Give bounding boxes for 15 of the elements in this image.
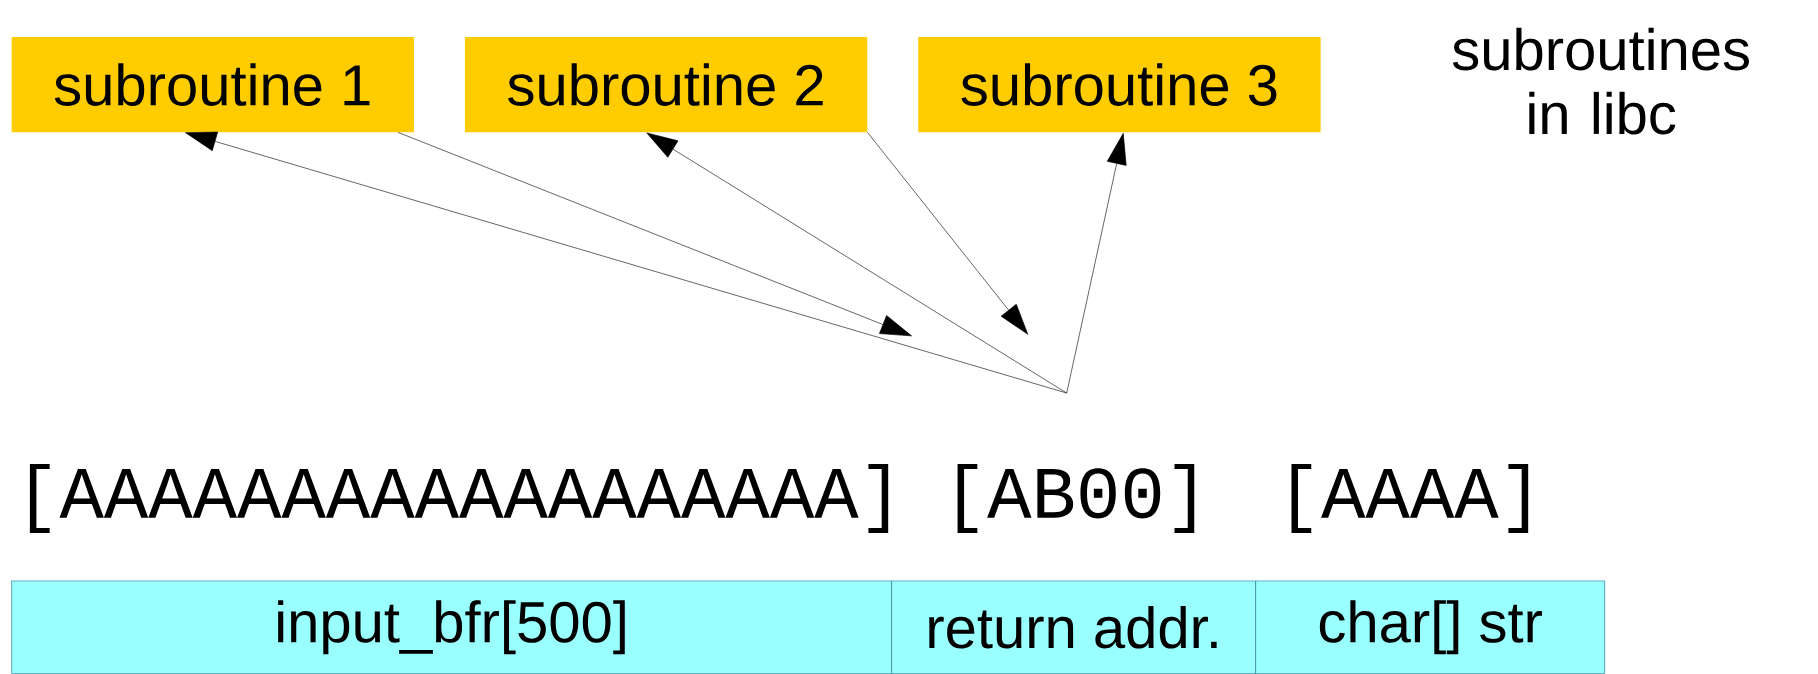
memory-cell: char[] str xyxy=(1255,580,1606,674)
memory-contents: [AAAAAAAAAAAAAAAAAA] xyxy=(29,464,889,534)
subroutine-box: subroutine 2 xyxy=(464,37,868,133)
arrow xyxy=(1066,133,1127,394)
arrow xyxy=(646,132,1067,394)
node-label: return addr. xyxy=(929,605,1217,649)
arrow xyxy=(185,131,1067,394)
memory-contents: [AB00] xyxy=(957,464,1195,534)
subroutine-box: subroutine 3 xyxy=(918,37,1321,133)
heading: subroutines in libc xyxy=(1452,27,1749,135)
memory-cell: return addr. xyxy=(891,580,1257,674)
arrow xyxy=(397,132,912,337)
subroutine-box: subroutine 1 xyxy=(11,37,414,133)
memory-contents: [AAAA] xyxy=(1291,464,1529,534)
arrow xyxy=(867,132,1029,335)
